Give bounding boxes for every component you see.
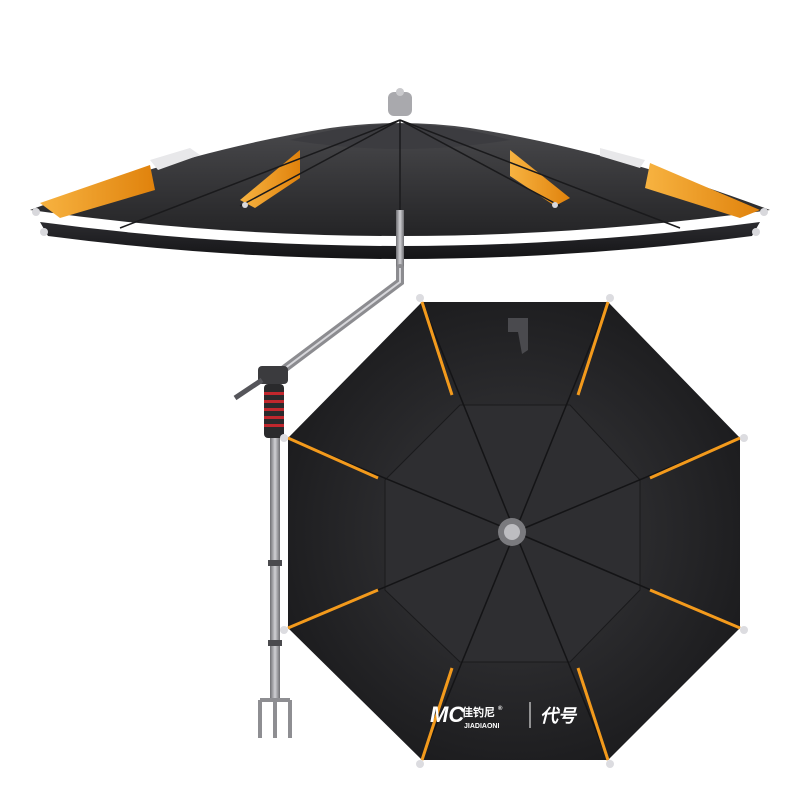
main-pole — [270, 438, 280, 698]
canopy-rib-tips — [280, 294, 748, 768]
clamp-joint — [258, 366, 288, 384]
registered-mark: ® — [498, 705, 503, 712]
vent-mesh-right — [600, 148, 645, 168]
brand-name-cn: 佳钓尼 — [462, 705, 495, 719]
vent-right-outer — [645, 163, 760, 218]
vent-flap — [508, 318, 528, 354]
top-view-umbrella: MC 佳钓尼 ® JIADIAONI 代号 — [280, 294, 748, 768]
canopy-ribs — [119, 119, 681, 238]
series-mark: 代号 — [540, 706, 578, 726]
ground-fork — [258, 698, 292, 738]
upper-shaft — [396, 210, 404, 270]
brand-logo: MC 佳钓尼 ® JIADIAONI 代号 — [430, 702, 578, 730]
grip-rings — [264, 392, 284, 427]
canopy-rim — [40, 222, 760, 259]
side-view-umbrella — [30, 88, 770, 259]
brand-logo-text: MC — [430, 702, 465, 727]
vent-left-outer — [40, 165, 155, 218]
brand-name-en: JIADIAONI — [464, 723, 499, 730]
rib-tips — [32, 202, 768, 236]
umbrella-pole-assembly — [233, 210, 404, 738]
clamp-handle — [233, 377, 264, 401]
vent-mesh-left — [150, 148, 200, 170]
vent-right-inner — [510, 150, 570, 206]
top-finial — [388, 92, 412, 116]
orange-ribs — [287, 301, 741, 761]
